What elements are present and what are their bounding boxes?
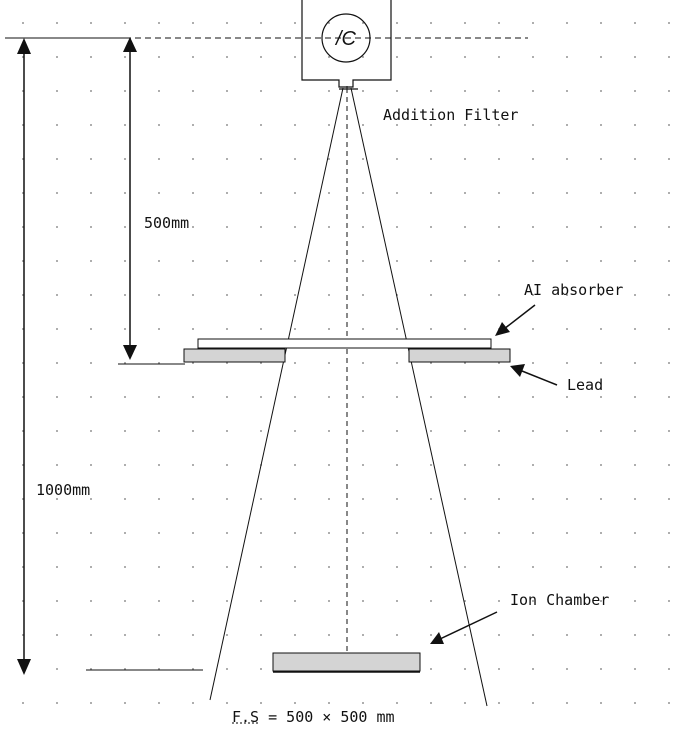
- lead-label: Lead: [567, 376, 604, 394]
- al-absorber-label: AI absorber: [524, 281, 624, 299]
- field-size-value: = 500 × 500 mm: [259, 708, 395, 726]
- beam-edge-right: [350, 87, 488, 707]
- lead-pointer-head: [510, 364, 525, 377]
- lead-plate-left: [183, 348, 286, 363]
- xray-source-circle: [321, 13, 371, 63]
- distance-500-label: 500mm: [144, 214, 190, 232]
- ion-chamber-label: Ion Chamber: [510, 591, 610, 609]
- al-absorber-pointer-head: [495, 322, 510, 336]
- dimension-500-arrow-bottom: [123, 345, 137, 360]
- dimension-500-arrow-top: [123, 37, 137, 52]
- ion-chamber-pointer-head: [430, 632, 444, 644]
- al-absorber-plate: [197, 338, 492, 349]
- distance-1000-label: 1000mm: [36, 481, 91, 499]
- beam-edge-left: [209, 87, 344, 701]
- lead-plate-right: [408, 348, 511, 363]
- ion-chamber: [272, 652, 421, 672]
- dimension-1000-arrow-top: [17, 38, 31, 54]
- source-symbol: /C: [334, 28, 357, 50]
- xray-tube-housing: [301, 0, 392, 88]
- ion-chamber-pointer-line: [439, 611, 498, 640]
- dimension-1000-arrow-bottom: [17, 659, 31, 675]
- field-size-label: F.S = 500 × 500 mm: [232, 708, 395, 726]
- field-size-prefix: F.S: [232, 708, 260, 726]
- al-absorber-pointer-line: [503, 304, 536, 330]
- addition-filter-label: Addition Filter: [383, 106, 519, 124]
- lead-pointer-line: [521, 370, 558, 386]
